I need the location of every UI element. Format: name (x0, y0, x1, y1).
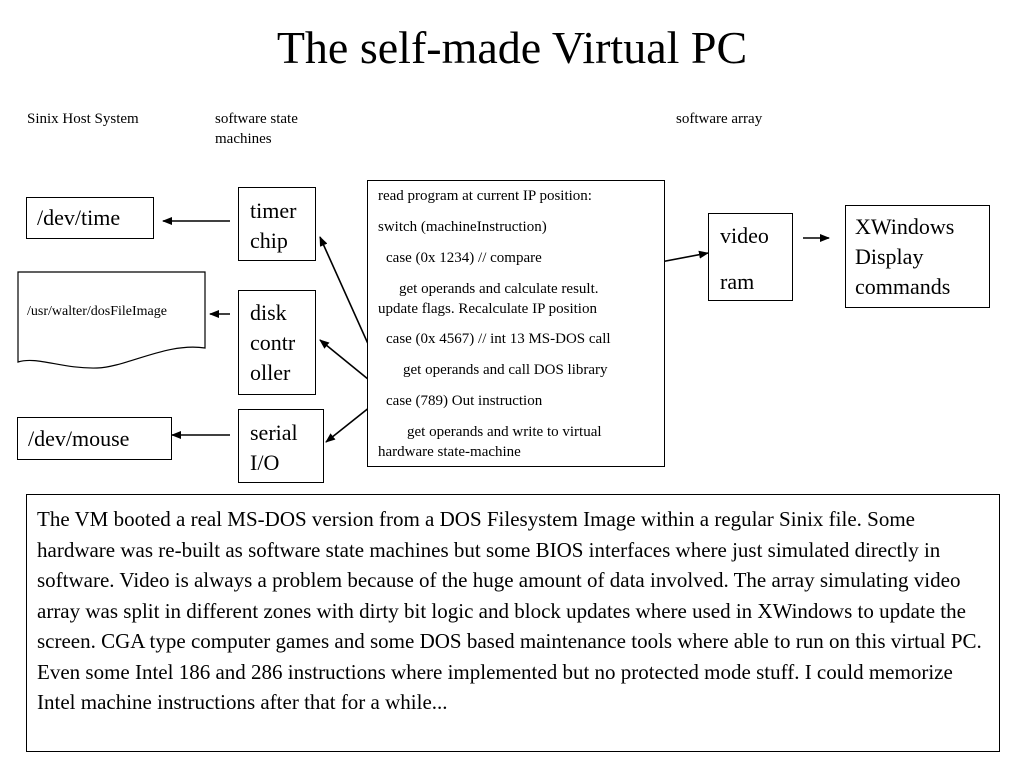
heading-software-array: software array (676, 111, 763, 127)
disk-controller-label-line1: disk (250, 300, 287, 325)
serial-io-label-line1: serial (250, 420, 298, 445)
document-shape (17, 271, 206, 369)
disk-controller-box: disk contr oller (238, 290, 316, 395)
program-line: switch (machineInstruction) (378, 219, 547, 235)
program-logic-box: read program at current IP position: swi… (367, 180, 665, 467)
video-ram-label-line1: video (720, 223, 769, 248)
program-line: read program at current IP position: (378, 188, 592, 204)
program-line: get operands and write to virtual (407, 424, 602, 440)
dev-mouse-label: /dev/mouse (28, 426, 130, 451)
video-ram-label-line2: ram (720, 269, 755, 294)
program-line: get operands and call DOS library (403, 362, 608, 378)
dev-time-label: /dev/time (37, 205, 121, 230)
timer-chip-label-line2: chip (250, 228, 288, 253)
xwindows-label-line2: Display (855, 244, 924, 269)
video-ram-box: video ram (708, 213, 793, 301)
program-line: hardware state-machine (378, 444, 521, 460)
disk-controller-label-line3: oller (250, 360, 291, 385)
dos-file-image-label: /usr/walter/dosFileImage (27, 304, 167, 319)
dev-mouse-box: /dev/mouse (17, 417, 172, 460)
program-line: case (0x 4567) // int 13 MS-DOS call (386, 331, 611, 347)
page-title: The self-made Virtual PC (276, 22, 748, 73)
description-text: The VM booted a real MS-DOS version from… (37, 507, 982, 714)
xwindows-label-line1: XWindows (855, 214, 955, 239)
serial-io-box: serial I/O (238, 409, 324, 483)
serial-io-label-line2: I/O (250, 450, 280, 475)
heading-host-system: Sinix Host System (27, 111, 139, 127)
dev-time-box: /dev/time (26, 197, 154, 239)
description-box: The VM booted a real MS-DOS version from… (26, 494, 1000, 752)
program-line: case (0x 1234) // compare (386, 250, 542, 266)
program-line: update flags. Recalculate IP position (378, 301, 597, 317)
timer-chip-box: timer chip (238, 187, 316, 261)
heading-state-machines: software state machines (215, 111, 298, 147)
xwindows-label-line3: commands (855, 274, 951, 299)
xwindows-box: XWindows Display commands (845, 205, 990, 308)
program-line: get operands and calculate result. (399, 281, 599, 297)
disk-controller-label-line2: contr (250, 330, 296, 355)
program-line: case (789) Out instruction (386, 393, 543, 409)
timer-chip-label-line1: timer (250, 198, 297, 223)
